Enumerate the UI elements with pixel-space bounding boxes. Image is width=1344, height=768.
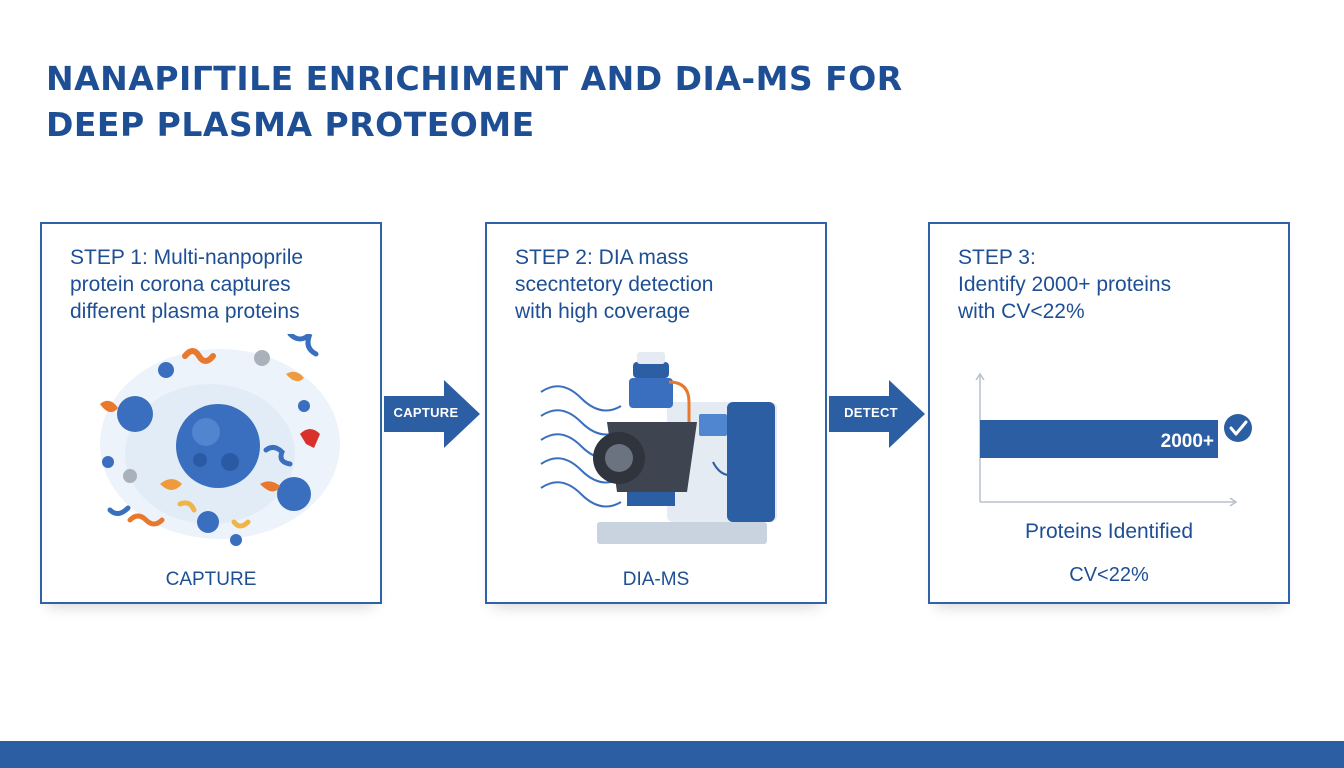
x-axis-label: Proteins Identified: [1024, 520, 1194, 543]
x-axis-arrowhead: [1229, 497, 1238, 507]
step-2-line-3: with high coverage: [515, 300, 691, 323]
step-1-text: STEP 1: Multi-nanpoprile protein corona …: [70, 244, 364, 325]
step-3-line-1: STEP 3:: [958, 246, 1036, 269]
check-circle-icon: [1224, 414, 1252, 442]
step-2-card: STEP 2: DIA mass scecntetory detection w…: [485, 222, 827, 604]
step-3-card: STEP 3: Identify 2000+ proteins with CV<…: [928, 222, 1290, 604]
step-2-caption: DIA-MS: [622, 569, 690, 590]
step-2-line-2: scecntetory detection: [515, 273, 714, 296]
right-arrow-icon: [829, 380, 925, 448]
step-1-line-2: protein corona captures: [70, 273, 291, 296]
cv-note: CV<22%: [1069, 564, 1149, 586]
detect-arrow: DETECT: [829, 380, 925, 448]
bar-data-label: 2000+: [1161, 431, 1214, 452]
step-1-line-1: STEP 1: Multi-nanpoprile: [70, 246, 304, 269]
capture-arrow: CAPTURE: [384, 380, 480, 448]
proteins-identified-chart: 2000+: [975, 372, 1252, 507]
footer-bar: [0, 741, 1344, 768]
right-arrow-icon: [384, 380, 480, 448]
step-1-line-3: different plasma proteins: [70, 300, 300, 323]
step-2-text: STEP 2: DIA mass scecntetory detection w…: [515, 244, 809, 325]
bar-2000: [980, 420, 1218, 458]
title-line-2: DEEP PLASMA PROTEOME: [46, 105, 535, 144]
capture-arrow-label: CAPTURE: [393, 405, 459, 420]
title-line-1: NANAPIΓTILE ENRICHIMENT AND DIA-MS FOR: [46, 59, 903, 98]
step-1-card: STEP 1: Multi-nanpoprile protein corona …: [40, 222, 382, 604]
y-axis-arrowhead: [975, 372, 985, 381]
nanoparticle-corona-illustration: [100, 334, 340, 546]
detect-arrow-label: DETECT: [844, 405, 898, 420]
step-3-line-2: Identify 2000+ proteins: [958, 273, 1172, 296]
step-2-line-1: STEP 2: DIA mass: [515, 246, 689, 269]
step-3-line-3: with CV<22%: [958, 300, 1085, 323]
step-1-caption: CAPTURE: [165, 569, 257, 590]
step-3-text: STEP 3: Identify 2000+ proteins with CV<…: [958, 244, 1272, 325]
page-title: NANAPIΓTILE ENRICHIMENT AND DIA-MS FOR D…: [46, 56, 1046, 148]
mass-spectrometer-illustration: [540, 352, 777, 544]
